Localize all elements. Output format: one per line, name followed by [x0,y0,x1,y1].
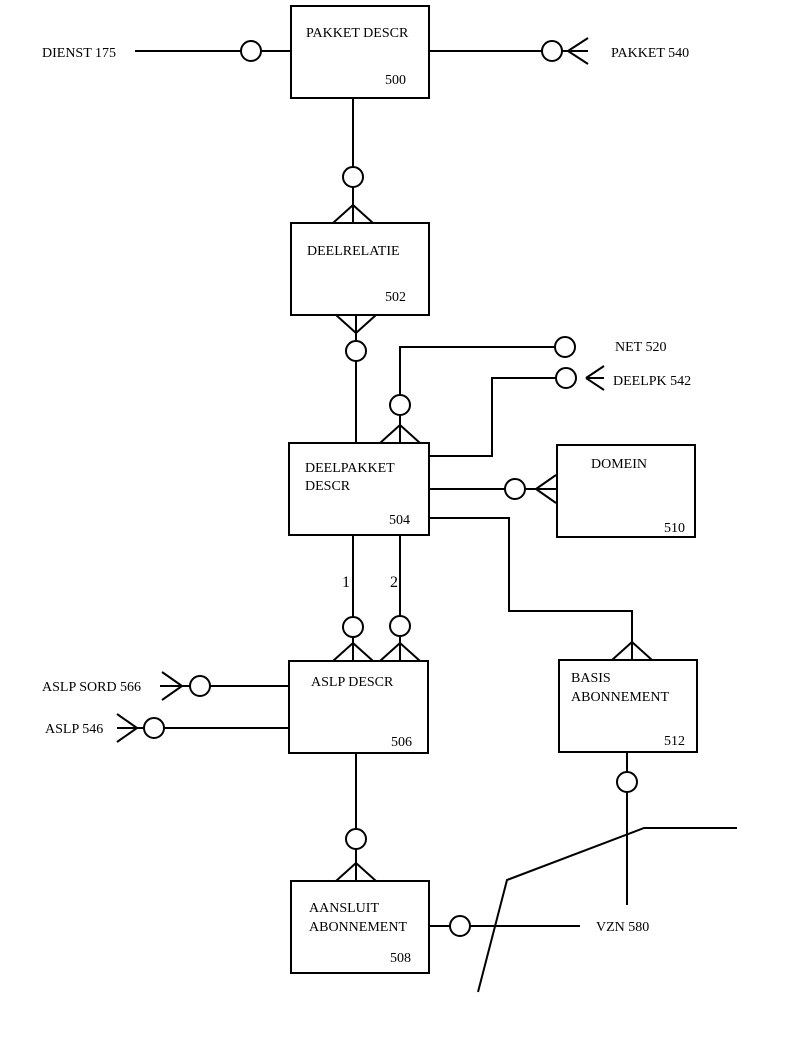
entity-name-line1: AANSLUIT [309,901,379,916]
crows-feet [116,37,653,882]
label-dienst: DIENST 175 [42,46,116,61]
entity-name: DOMEIN [591,457,647,472]
entity-number: 506 [391,735,412,750]
deelrelatie-top-crows-foot [332,204,374,224]
entity-name: ASLP DESCR [311,675,394,690]
relationship-labels: 1 2 [342,574,398,591]
entity-aslp-descr: ASLP DESCR 506 [288,660,429,754]
basis-bottom-circle [616,771,638,793]
deelpakket-crows-foot [379,424,421,444]
entity-aansluit-abonnement: AANSLUIT ABONNEMENT 508 [290,880,430,974]
vzn-circle [449,915,471,937]
entity-basis-abonnement: BASIS ABONNEMENT 512 [558,659,698,753]
entity-name-line2: DESCR [305,479,351,494]
entity-number: 508 [390,951,411,966]
entity-box [290,5,430,99]
label-vzn: VZN 580 [596,920,649,935]
entity-box [290,222,430,316]
deelrelatie-bottom-crows-foot [335,314,377,334]
entity-deelpakket-descr: DEELPAKKET DESCR 504 [288,442,430,536]
pakket-circle [541,40,563,62]
aansluit-circle [345,828,367,850]
basis-crows-foot [611,641,653,661]
label-net: NET 520 [615,340,666,355]
external-labels: DIENST 175 PAKKET 540 NET 520 DEELPK 542… [42,46,691,935]
label-deelpk: DEELPK 542 [613,374,691,389]
boundary-line [477,827,737,993]
aansluit-crows-foot [335,862,377,882]
entity-number: 510 [664,521,685,536]
entity-box [558,659,698,753]
relationship-label-2: 2 [390,574,398,591]
entity-name-line2: ABONNEMENT [309,920,407,935]
optionality-circles [143,40,638,937]
deelpk-crows-foot [585,365,605,391]
label-pakket: PAKKET 540 [611,46,689,61]
entity-box [556,444,696,538]
deelpakket-circle [389,394,411,416]
relationship-label-1: 1 [342,574,350,591]
deelrelatie-bottom-circle [345,340,367,362]
domein-circle [504,478,526,500]
label-aslp: ASLP 546 [45,722,103,737]
deelpk-connector-line [430,377,575,457]
domein-crows-foot [535,474,557,504]
entity-name: PAKKET DESCR [306,26,409,41]
net-circle [554,336,576,358]
aslp-circle [143,717,165,739]
entity-name: DEELRELATIE [307,244,400,259]
deelrelatie-top-circle [342,166,364,188]
aslp-sord-crows-foot [161,671,183,701]
entity-name-line1: DEELPAKKET [305,461,395,476]
deelpk-circle [555,367,577,389]
entity-domein: DOMEIN 510 [556,444,696,538]
label-aslp-sord: ASLP SORD 566 [42,680,141,695]
entity-box [288,660,429,754]
aslp-1-circle [342,616,364,638]
basis-connector-line [430,517,633,660]
aslp-1-crows-foot [332,642,374,662]
entity-name-line2: ABONNEMENT [571,690,669,705]
entity-number: 512 [664,734,685,749]
entity-number: 502 [385,290,406,305]
entity-number: 500 [385,73,406,88]
dienst-circle [240,40,262,62]
entity-deelrelatie: DEELRELATIE 502 [290,222,430,316]
entity-box [288,442,430,536]
aslp-crows-foot [116,713,138,743]
entity-box [290,880,430,974]
aslp-2-crows-foot [379,642,421,662]
entity-name-line1: BASIS [571,671,611,686]
aslp-sord-circle [189,675,211,697]
pakket-crows-foot [567,37,589,65]
entity-pakket-descr: PAKKET DESCR 500 [290,5,430,99]
net-connector-line [399,346,575,443]
aslp-2-circle [389,615,411,637]
entity-number: 504 [389,513,410,528]
